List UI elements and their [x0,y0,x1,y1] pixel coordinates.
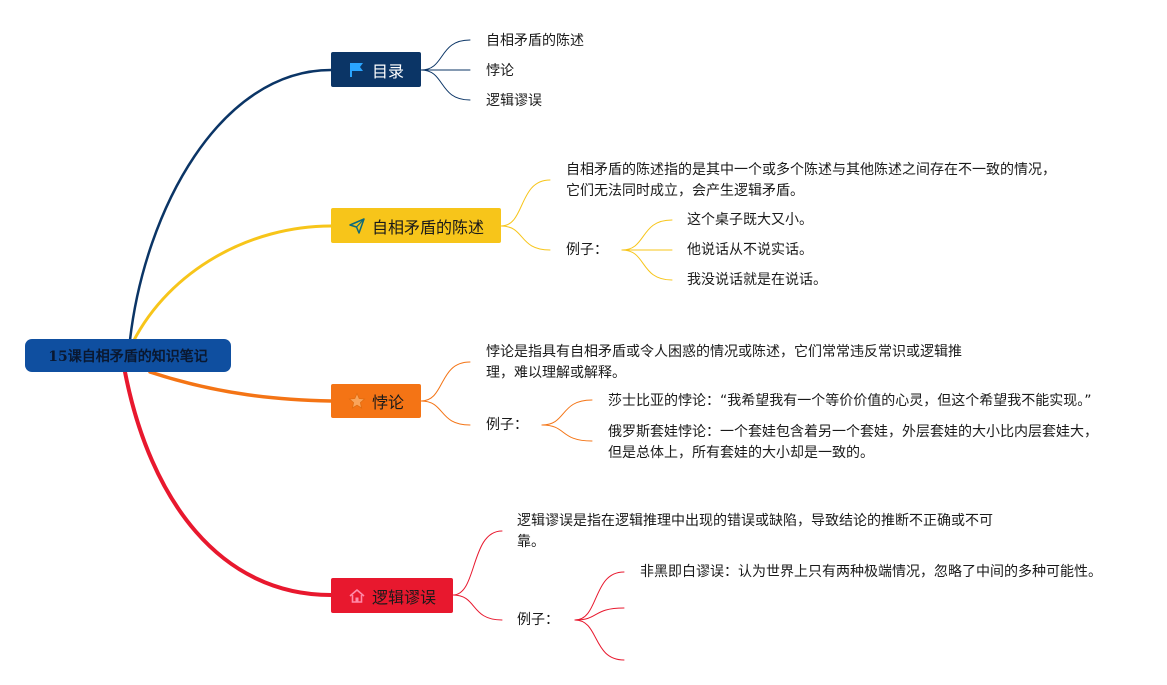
catalog-item[interactable]: 逻辑谬误 [486,93,542,109]
definition-line: 它们无法同时成立，会产生逻辑矛盾。 [566,183,804,199]
topic-contradiction[interactable]: 自相矛盾的陈述 [331,208,501,243]
example-item[interactable]: 我没说话就是在说话。 [687,272,827,288]
definition-line: 逻辑谬误是指在逻辑推理中出现的错误或缺陷，导致结论的推断不正确或不可 [517,513,993,529]
example-label[interactable]: 例子： [517,612,559,628]
topic-fallacy[interactable]: 逻辑谬误 [331,578,453,613]
leaf-line-contradiction [500,225,551,251]
leaf-line-catalog [420,69,471,101]
contradiction-definition[interactable]: 自相矛盾的陈述指的是其中一个或多个陈述与其他陈述之间存在不一致的情况， 它们无法… [566,160,1056,202]
leaf-line-paradox [420,361,471,402]
definition-line: 悖论是指具有自相矛盾或令人困惑的情况或陈述，它们常常违反常识或逻辑推 [486,344,962,360]
topic-contradiction-label: 自相矛盾的陈述 [371,217,484,237]
topic-paradox[interactable]: 悖论 [331,384,421,418]
example-line: 莎士比亚的悖论：“我希望我有一个等价价值的心灵，但这个希望我不能实现。” [608,393,1092,409]
leaf-line-contradiction-example [621,249,673,281]
definition-line: 理，难以理解或解释。 [486,365,626,381]
definition-line: 靠。 [517,534,545,550]
leaf-line-catalog [420,39,471,71]
definition-line: 自相矛盾的陈述指的是其中一个或多个陈述与其他陈述之间存在不一致的情况， [566,162,1056,178]
flag-icon [348,61,366,79]
leaf-line-paradox-example [541,424,593,442]
catalog-item[interactable]: 自相矛盾的陈述 [486,33,584,49]
leaf-line-fallacy-example [574,607,625,621]
leaf-line-contradiction-example [621,219,673,251]
fallacy-definition[interactable]: 逻辑谬误是指在逻辑推理中出现的错误或缺陷，导致结论的推断不正确或不可 靠。 [517,511,993,553]
example-line: 俄罗斯套娃悖论：一个套娃包含着另一个套娃，外层套娃的大小比内层套娃大， [608,424,1098,440]
example-label[interactable]: 例子： [566,242,608,258]
example-item[interactable]: 俄罗斯套娃悖论：一个套娃包含着另一个套娃，外层套娃的大小比内层套娃大， 但是总体… [608,422,1098,464]
star-icon [348,392,366,410]
home-icon [348,587,366,605]
branch-line-contradiction [131,224,333,344]
example-item[interactable]: 莎士比亚的悖论：“我希望我有一个等价价值的心灵，但这个希望我不能实现。” [608,391,1092,412]
branch-line-paradox [148,370,333,403]
example-item[interactable]: 非黑即白谬误：认为世界上只有两种极端情况，忽略了中间的多种可能性。 [640,564,1102,580]
leaf-line-fallacy [452,530,503,596]
branch-line-fallacy [123,370,333,597]
leaf-line-fallacy-example [574,619,625,661]
example-item[interactable]: 他说话从不说实话。 [687,242,813,258]
example-item[interactable]: 这个桌子既大又小。 [687,212,813,228]
topic-paradox-label: 悖论 [371,393,404,412]
leaf-line-paradox-example [541,399,593,426]
root-topic[interactable]: 15课自相矛盾的知识笔记 [25,339,231,372]
paradox-definition[interactable]: 悖论是指具有自相矛盾或令人困惑的情况或陈述，它们常常违反常识或逻辑推 理，难以理… [486,342,962,384]
example-line: 但是总体上，所有套娃的大小却是一致的。 [608,445,874,461]
leaf-line-paradox [420,400,471,426]
catalog-item[interactable]: 悖论 [486,63,514,79]
topic-fallacy-label: 逻辑谬误 [371,587,436,607]
leaf-line-contradiction [500,179,551,227]
leaf-line-fallacy-example [574,571,625,621]
branch-line-catalog [128,68,333,342]
example-label[interactable]: 例子： [486,417,528,433]
leaf-line-fallacy [452,594,503,621]
paper-plane-icon [348,217,366,235]
topic-catalog-label: 目录 [371,61,404,81]
topic-catalog[interactable]: 目录 [331,52,421,87]
